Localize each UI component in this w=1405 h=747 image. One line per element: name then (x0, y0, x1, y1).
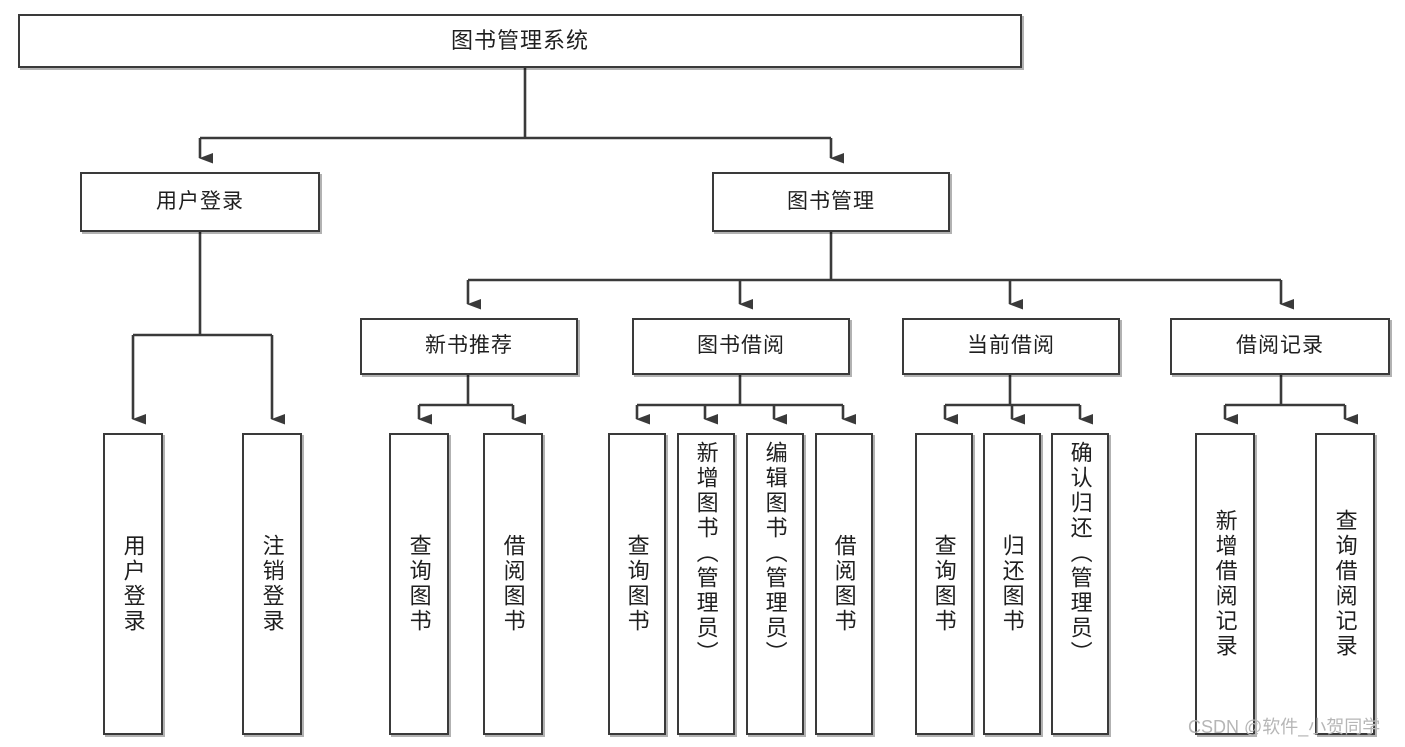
node-label: 借阅图书 (500, 534, 526, 634)
leaf-query-book-current[interactable]: 查询图书 (915, 433, 973, 735)
node-label: 新书推荐 (425, 334, 513, 358)
node-label: 查询图书 (406, 534, 432, 634)
node-label: 新增图书（管理员） (693, 441, 719, 666)
node-label: 图书借阅 (697, 334, 785, 358)
node-label: 借阅记录 (1236, 334, 1324, 358)
node-borrow-record[interactable]: 借阅记录 (1170, 318, 1390, 375)
node-label: 借阅图书 (831, 534, 857, 634)
node-label: 图书管理系统 (450, 28, 589, 54)
node-new-book-recommend[interactable]: 新书推荐 (360, 318, 578, 375)
node-label: 当前借阅 (967, 334, 1055, 358)
watermark-text: CSDN @软件_小贺同学 (1188, 717, 1381, 737)
node-label: 归还图书 (999, 534, 1025, 634)
node-label: 确认归还（管理员） (1067, 441, 1093, 666)
leaf-return-book[interactable]: 归还图书 (983, 433, 1041, 735)
leaf-edit-book-admin[interactable]: 编辑图书（管理员） (746, 433, 804, 735)
node-label: 查询借阅记录 (1332, 509, 1358, 659)
node-current-borrow[interactable]: 当前借阅 (902, 318, 1120, 375)
node-label: 用户登录 (156, 189, 244, 213)
node-book-borrow[interactable]: 图书借阅 (632, 318, 850, 375)
node-label: 用户登录 (120, 534, 146, 634)
leaf-query-book-recommend[interactable]: 查询图书 (389, 433, 449, 735)
node-user-login[interactable]: 用户登录 (80, 172, 320, 232)
leaf-query-book-borrow[interactable]: 查询图书 (608, 433, 666, 735)
node-label: 注销登录 (259, 534, 285, 634)
leaf-add-book-admin[interactable]: 新增图书（管理员） (677, 433, 735, 735)
leaf-user-login[interactable]: 用户登录 (103, 433, 163, 735)
leaf-borrow-book[interactable]: 借阅图书 (815, 433, 873, 735)
node-label: 查询图书 (624, 534, 650, 634)
leaf-borrow-book-recommend[interactable]: 借阅图书 (483, 433, 543, 735)
node-root-book-management-system[interactable]: 图书管理系统 (18, 14, 1022, 68)
node-label: 查询图书 (931, 534, 957, 634)
leaf-query-borrow-record[interactable]: 查询借阅记录 (1315, 433, 1375, 735)
node-book-management[interactable]: 图书管理 (712, 172, 950, 232)
leaf-logout[interactable]: 注销登录 (242, 433, 302, 735)
leaf-confirm-return-admin[interactable]: 确认归还（管理员） (1051, 433, 1109, 735)
node-label: 编辑图书（管理员） (762, 441, 788, 666)
leaf-add-borrow-record[interactable]: 新增借阅记录 (1195, 433, 1255, 735)
node-label: 图书管理 (787, 189, 875, 213)
node-label: 新增借阅记录 (1212, 509, 1238, 659)
